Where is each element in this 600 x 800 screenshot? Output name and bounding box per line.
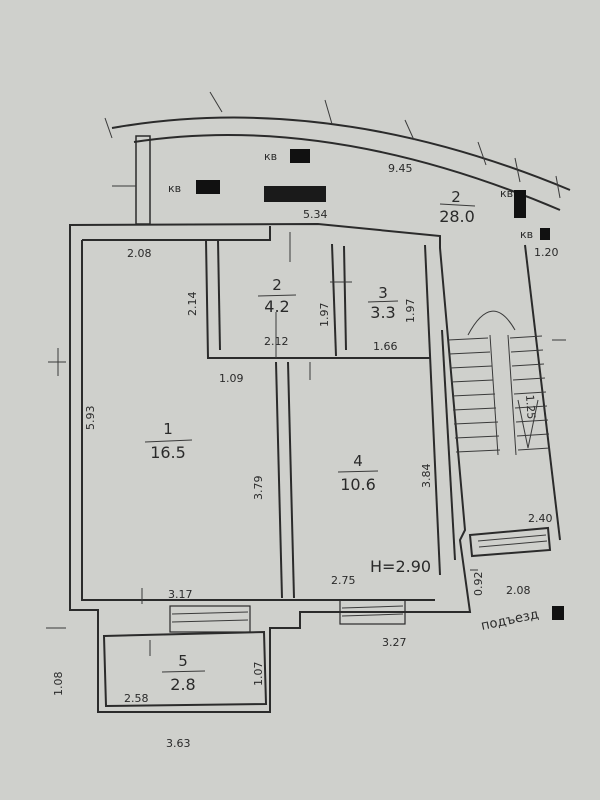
room-1-area: 16.5 <box>150 443 186 462</box>
dim-room1-inner-height: 3.79 <box>252 476 265 501</box>
redaction-mark-3 <box>264 186 326 202</box>
neighbor-label-1: кв <box>264 150 277 163</box>
dim-balcony-left: 1.08 <box>52 672 65 697</box>
dim-stair-width: 2.40 <box>528 512 553 525</box>
neighbor-label-2: кв <box>168 182 181 195</box>
room-4-number: 4 <box>353 452 363 470</box>
redaction-mark-2 <box>196 180 220 194</box>
redaction-mark-4 <box>514 190 526 218</box>
dim-room1-height: 5.93 <box>84 406 97 431</box>
dim-room3-width: 1.66 <box>373 340 398 353</box>
redaction-mark-1 <box>290 149 310 163</box>
bath-inner-wall <box>217 239 221 351</box>
dim-room4-bottom: 2.75 <box>331 574 356 587</box>
neighbor-label-4: кв <box>520 228 533 241</box>
dim-top-width: 5.34 <box>303 208 328 221</box>
dim-room4-height: 3.84 <box>420 464 433 489</box>
dim-stair-1: 1.25 <box>523 394 538 419</box>
apartment-inner-left <box>81 240 435 601</box>
apartment-inner-right <box>424 244 441 576</box>
facade-inner-curve <box>133 133 561 211</box>
room-2-3-partition <box>331 243 337 357</box>
dim-hall-offset: 1.09 <box>219 372 244 385</box>
balcony-outline <box>102 630 268 708</box>
room-3-area: 3.3 <box>370 303 395 322</box>
dim-entrance-width: 2.08 <box>506 584 531 597</box>
room-4-area: 10.6 <box>340 475 376 494</box>
balcony-door <box>169 605 251 633</box>
facade-outer-curve <box>111 116 571 191</box>
stairwell <box>441 244 561 561</box>
room-1-4-partition-inner <box>287 361 295 599</box>
redaction-mark-5 <box>540 228 550 240</box>
room-3-number: 3 <box>378 284 388 302</box>
room-1-number: 1 <box>163 420 173 438</box>
facade-ticks <box>104 91 561 199</box>
dim-room1-top: 2.08 <box>127 247 152 260</box>
dim-facade: 9.45 <box>388 162 413 175</box>
window-bottom-right <box>339 599 406 625</box>
corridor-area: 28.0 <box>439 207 475 226</box>
room-3-wall <box>343 245 347 351</box>
dim-room3-height: 1.97 <box>404 299 417 324</box>
neighbor-label-3: кв <box>500 187 513 200</box>
dim-stair-2: 1.20 <box>534 246 559 259</box>
room-5-area: 2.8 <box>170 675 195 694</box>
area-underlines <box>144 203 476 673</box>
room-5-number: 5 <box>178 652 188 670</box>
room-1-4-partition <box>275 361 283 599</box>
dim-outer-right: 3.27 <box>382 636 407 649</box>
room-2-number: 2 <box>272 276 282 294</box>
apartment-inner-top <box>82 226 271 241</box>
corridor-number: 2 <box>451 188 461 206</box>
dim-room1-bottom: 3.17 <box>168 588 193 601</box>
dim-balcony-right: 1.07 <box>252 662 265 687</box>
dim-entrance-step: 0.92 <box>472 572 485 597</box>
dimension-ticks <box>46 232 566 656</box>
dim-room2-height: 1.97 <box>318 303 331 328</box>
bath-block <box>205 239 430 359</box>
ceiling-height: H=2.90 <box>370 557 431 576</box>
dim-balcony-outer: 3.63 <box>166 737 191 750</box>
room-2-area: 4.2 <box>264 297 289 316</box>
dim-balcony-inner: 2.58 <box>124 692 149 705</box>
dim-bath-left: 2.14 <box>186 292 199 317</box>
apartment-outline <box>69 222 472 713</box>
redaction-mark-6 <box>552 606 564 620</box>
